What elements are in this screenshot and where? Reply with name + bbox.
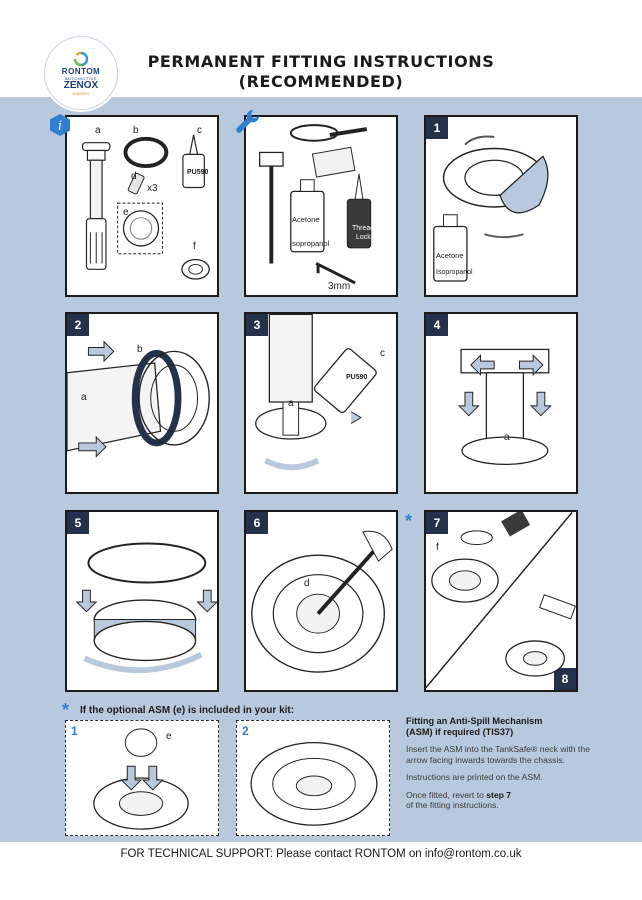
asm-step-1-panel: 1 e: [65, 720, 219, 836]
optional-step-star-icon: *: [405, 511, 413, 531]
kit-label-e: e: [123, 207, 129, 218]
page-title-line1: PERMANENT FITTING INSTRUCTIONS: [147, 52, 495, 71]
page-title-line2: (RECOMMENDED): [238, 72, 404, 91]
kit-label-c: c: [197, 125, 202, 136]
asm-info-heading-line1: Fitting an Anti-Spill Mechanism: [406, 716, 543, 726]
step-2-number: 2: [67, 314, 89, 336]
step-3-panel: 3 a c PU590: [244, 312, 398, 494]
step-3-number: 3: [246, 314, 268, 336]
kit-label-f: f: [193, 241, 196, 252]
step-5-illustration: [75, 542, 217, 674]
kit-label-d: d: [131, 171, 137, 182]
tools-label-acetone: Acetone: [292, 215, 320, 224]
page-title: PERMANENT FITTING INSTRUCTIONS (RECOMMEN…: [0, 52, 642, 92]
asm-info-heading: Fitting an Anti-Spill Mechanism (ASM) if…: [406, 716, 596, 738]
tools-label-thread: Thread: [352, 225, 375, 232]
step-3-label-a: a: [288, 398, 294, 409]
step-3-illustration: [255, 314, 377, 471]
step-5-panel: 5: [65, 510, 219, 692]
asm-label-e: e: [166, 731, 172, 742]
step-7-number: 7: [426, 512, 448, 534]
asm-info-text: Fitting an Anti-Spill Mechanism (ASM) if…: [406, 716, 596, 818]
step-4-label-a: a: [504, 432, 510, 443]
asm-info-p3-post: of the fitting instructions.: [406, 800, 499, 810]
rontom-zenox-logo: RONTOM AUTOMOTIVE ZENOX ENERGY: [44, 36, 118, 110]
step-7-8-illustration: [426, 512, 576, 689]
asm-info-paragraph-2: Instructions are printed on the ASM.: [406, 772, 543, 782]
tools-panel: Acetone Isopropanol Thread Lock 3mm: [244, 115, 398, 297]
step-2-label-a: a: [81, 392, 87, 403]
step-6-label-d: d: [304, 578, 310, 589]
kit-contents-illustration: [82, 134, 210, 280]
step-7-8-panel: 7 8 f: [424, 510, 578, 692]
asm-info-p3-pre: Once fitted, revert to: [406, 789, 487, 800]
step-6-number: 6: [246, 512, 268, 534]
logo-swirl-icon: [73, 51, 89, 66]
step-8-number: 8: [554, 668, 576, 690]
asm-info-p3-step: step 7: [486, 789, 512, 800]
step-2-label-b: b: [137, 344, 143, 355]
kit-label-a: a: [95, 125, 101, 136]
kit-label-x3: x3: [147, 183, 158, 194]
step-4-number: 4: [426, 314, 448, 336]
logo-rontom-text: RONTOM: [61, 66, 101, 76]
asm-info-heading-line2: (ASM) if required (TIS37): [406, 727, 514, 737]
step-1-illustration: [433, 135, 549, 282]
step-1-number: 1: [426, 117, 448, 139]
wrench-icon: [236, 109, 260, 133]
asm-star-icon: *: [62, 700, 70, 720]
step-2-illustration: [67, 340, 210, 458]
kit-label-pu590: PU590: [187, 169, 209, 176]
logo-energy-text: ENERGY: [72, 90, 90, 96]
asm-step-1-number: 1: [71, 724, 78, 738]
kit-contents-panel: a b c d x3 e f PU590: [65, 115, 219, 297]
asm-step-1-illustration: [93, 728, 189, 830]
step-3-label-c: c: [380, 348, 385, 359]
step-5-number: 5: [67, 512, 89, 534]
technical-support-footer: FOR TECHNICAL SUPPORT: Please contact RO…: [120, 848, 522, 860]
logo-automotive-text: AUTOMOTIVE: [64, 75, 98, 81]
asm-info-paragraph-1: Insert the ASM into the TankSafe® neck w…: [406, 744, 590, 765]
step-4-illustration: [457, 348, 552, 465]
tools-label-lock: Lock: [356, 234, 371, 241]
step-7-label-f: f: [436, 542, 439, 553]
tools-illustration: [259, 124, 372, 285]
asm-heading: If the optional ASM (e) is included in y…: [80, 705, 295, 716]
asm-step-2-panel: 2: [236, 720, 390, 836]
step-4-panel: 4 a: [424, 312, 578, 494]
info-hex-icon: i: [50, 114, 70, 136]
kit-label-b: b: [133, 125, 139, 136]
step-3-label-pu590: PU590: [346, 374, 368, 381]
tools-label-isopropanol: Isopropanol: [290, 239, 330, 248]
step-6-illustration: [251, 530, 393, 673]
asm-step-2-number: 2: [242, 724, 249, 738]
logo-zenox-text: ZENOX: [63, 79, 99, 91]
tools-label-3mm: 3mm: [328, 281, 351, 292]
step-6-panel: 6 d: [244, 510, 398, 692]
svg-text:i: i: [58, 119, 62, 133]
asm-step-2-illustration: [250, 741, 378, 826]
step-1-label-isopropanol: Isopropanol: [436, 269, 473, 276]
step-2-panel: 2 a b: [65, 312, 219, 494]
step-1-label-acetone: Acetone: [436, 251, 464, 260]
step-1-panel: 1 Acetone Isopropanol: [424, 115, 578, 297]
